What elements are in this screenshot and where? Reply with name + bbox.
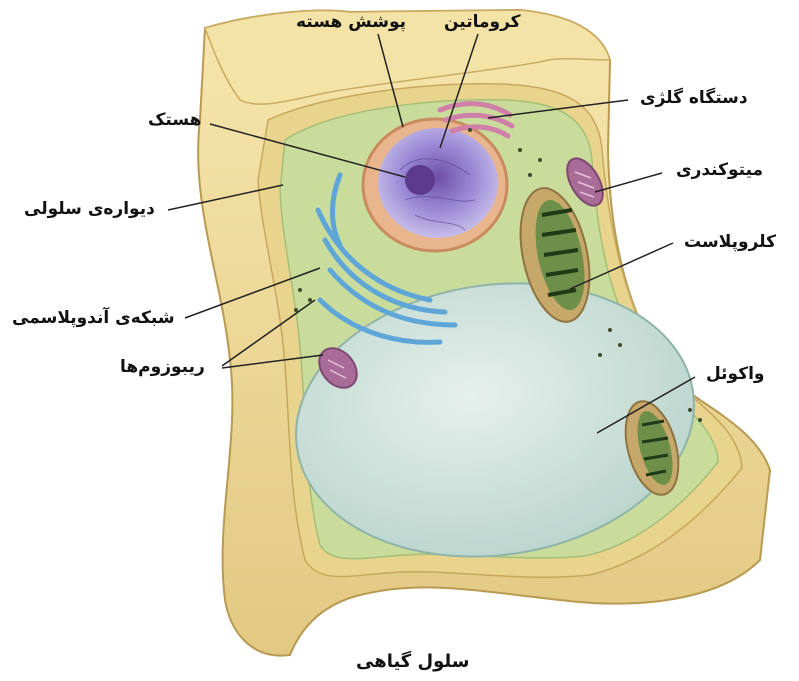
label-chloroplast: کلروپلاست — [684, 232, 776, 252]
label-chromatin: کروماتین — [444, 12, 521, 32]
label-er: شبکه‌ی آندوپلاسمی — [12, 308, 175, 328]
label-golgi: دستگاه گلژی — [640, 88, 748, 108]
label-cell-wall: دیواره‌ی سلولی — [24, 199, 155, 219]
label-vacuole: واکوئل — [706, 364, 765, 384]
label-nucleolus: هستک — [148, 110, 201, 130]
label-nuclear-envelope: پوشش هسته — [296, 12, 406, 32]
label-mitochondrion: میتوکندری — [676, 160, 763, 180]
nucleolus — [405, 165, 435, 195]
caption-title: سلول گیاهی — [356, 652, 469, 672]
label-ribosomes: ریبوزوم‌ها — [120, 357, 205, 377]
